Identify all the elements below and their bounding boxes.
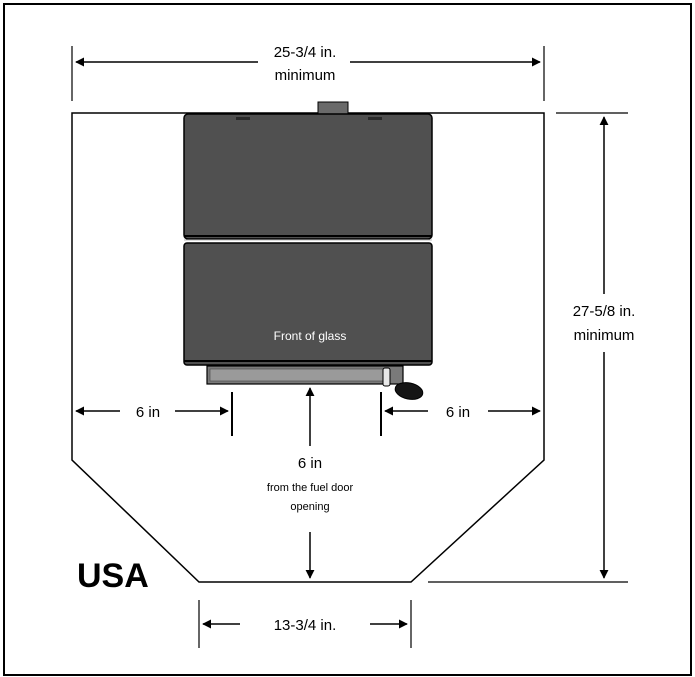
stove-front-section — [183, 242, 433, 366]
hearth-outline — [71, 112, 545, 583]
right-side-value: 6 in — [446, 404, 470, 421]
right-side-dimension: 6 in — [380, 392, 541, 436]
door-handle-bar — [382, 367, 391, 387]
outer-border — [3, 3, 692, 676]
left-side-dimension: 6 in — [75, 392, 233, 436]
right-depth-value: 27-5/8 in. — [573, 303, 636, 320]
right-depth-dimension: 27-5/8 in. minimum — [428, 112, 636, 583]
bottom-width-dimension: 13-3/4 in. — [198, 600, 412, 648]
left-side-value: 6 in — [136, 404, 160, 421]
top-width-dimension: 25-3/4 in. minimum — [71, 44, 545, 101]
stove-front-label: Front of glass — [274, 329, 347, 343]
top-width-value: 25-3/4 in. — [274, 44, 337, 61]
region-label: USA — [77, 557, 149, 595]
front-clearance-value: 6 in — [298, 455, 322, 472]
front-clearance-note-line2: opening — [290, 501, 329, 513]
top-width-qualifier: minimum — [275, 67, 336, 84]
right-depth-qualifier: minimum — [574, 327, 635, 344]
bottom-width-value: 13-3/4 in. — [274, 617, 337, 634]
door-handle-knob-icon — [394, 382, 424, 400]
front-clearance-dimension: 6 in from the fuel door opening — [267, 387, 354, 579]
front-clearance-note-line1: from the fuel door — [267, 482, 354, 494]
stove-top-view: Front of glass — [183, 101, 433, 400]
stove-top-section — [183, 113, 433, 240]
